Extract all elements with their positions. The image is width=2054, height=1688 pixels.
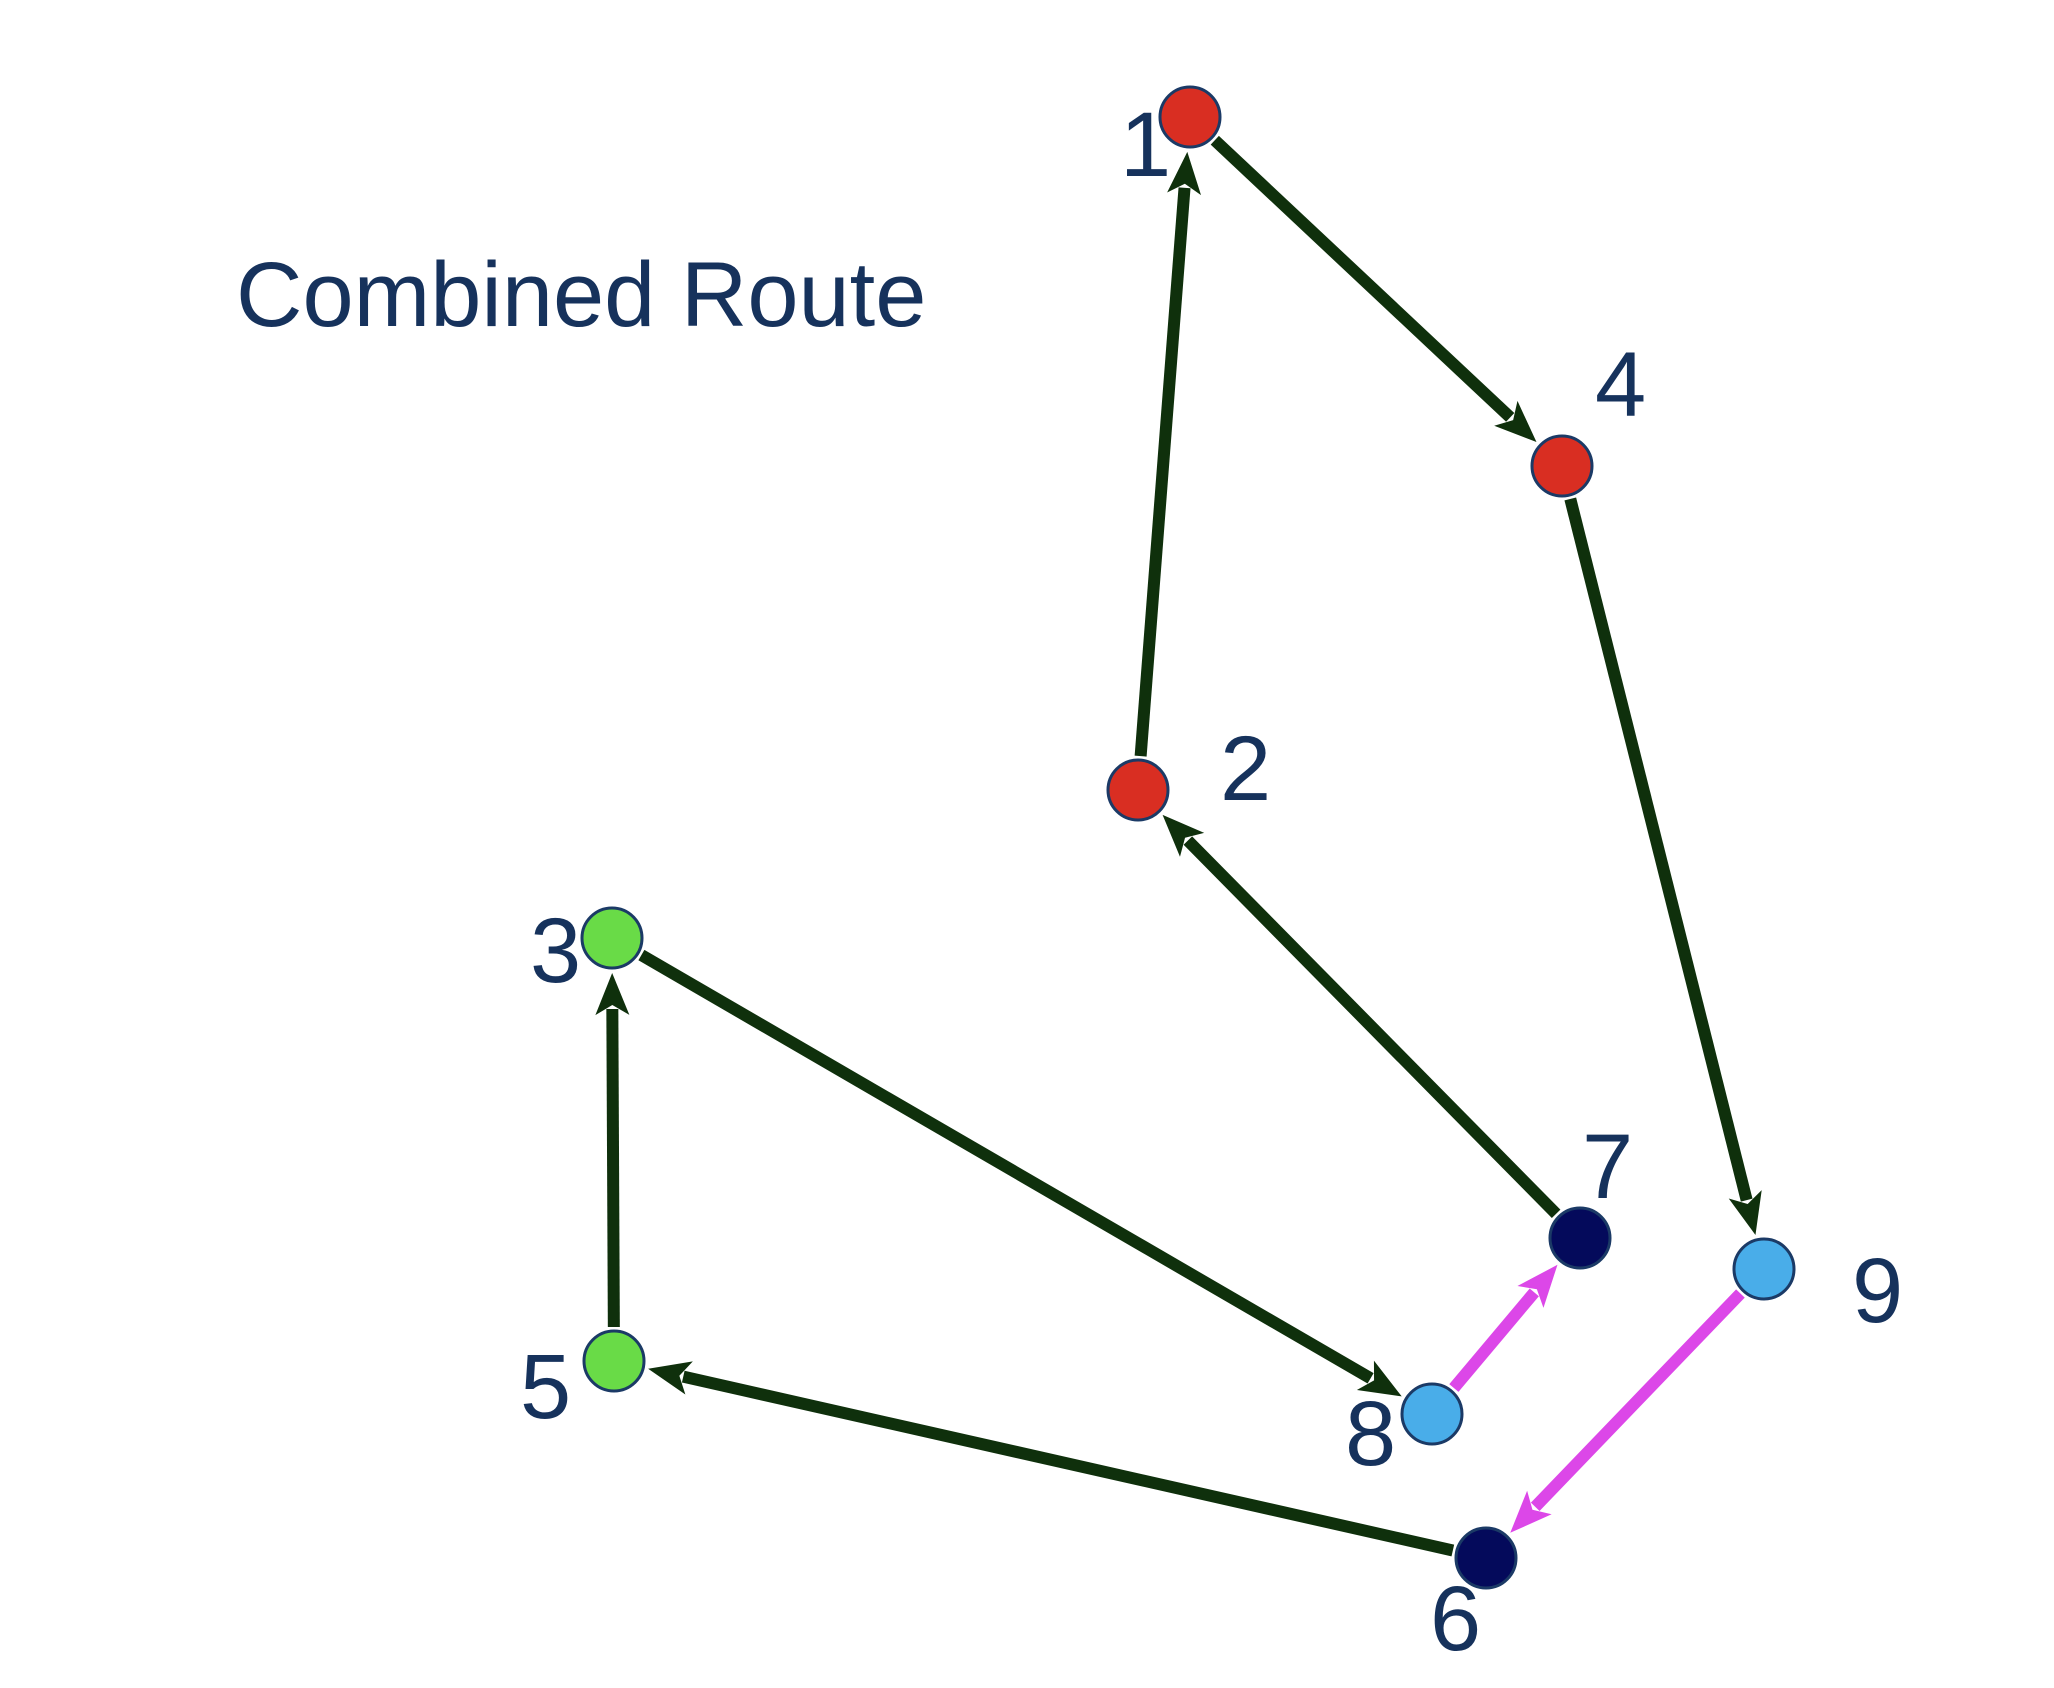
arrowhead	[648, 1361, 693, 1395]
node-8	[1400, 1382, 1464, 1446]
node-5	[582, 1329, 646, 1393]
node-4	[1530, 434, 1594, 498]
node-label-4: 4	[1595, 334, 1646, 436]
edge-5-to-3	[595, 972, 630, 1328]
edge-1-to-4	[1210, 135, 1537, 443]
edge-4-to-9	[1564, 497, 1762, 1236]
node-label-2: 2	[1220, 718, 1271, 820]
edge-line	[1210, 135, 1515, 422]
arrowhead	[1728, 1190, 1762, 1236]
node-1	[1158, 85, 1222, 149]
edge-8-to-7	[1449, 1264, 1558, 1392]
edge-7-to-2	[1162, 814, 1561, 1219]
node-label-7: 7	[1582, 1116, 1633, 1218]
node-6	[1454, 1526, 1518, 1590]
node-3	[580, 906, 644, 970]
diagram-title: Combined Route	[236, 244, 926, 346]
arrowhead	[1162, 814, 1205, 857]
edge-6-to-5	[648, 1361, 1455, 1557]
node-7	[1548, 1206, 1612, 1270]
node-label-6: 6	[1430, 1568, 1481, 1670]
node-label-9: 9	[1852, 1240, 1903, 1342]
edge-line	[606, 1008, 620, 1328]
edge-line	[1530, 1289, 1745, 1511]
arrowhead	[1517, 1264, 1558, 1308]
arrowhead	[1510, 1490, 1552, 1533]
node-label-8: 8	[1345, 1383, 1396, 1485]
nodes-layer	[580, 85, 1796, 1590]
edge-2-to-1	[1134, 151, 1202, 757]
edge-line	[1449, 1288, 1539, 1392]
edge-line	[1134, 187, 1191, 757]
edges-layer	[595, 135, 1762, 1557]
node-9	[1732, 1237, 1796, 1301]
edge-3-to-8	[638, 949, 1402, 1397]
arrowhead	[1167, 151, 1202, 196]
edge-line	[638, 949, 1374, 1384]
node-label-5: 5	[520, 1336, 571, 1438]
edge-line	[1183, 836, 1561, 1219]
arrowhead	[1356, 1360, 1402, 1397]
edge-9-to-6	[1510, 1289, 1745, 1533]
node-label-1: 1	[1120, 94, 1171, 196]
arrowhead	[595, 972, 630, 1016]
edge-line	[681, 1370, 1455, 1557]
node-2	[1106, 758, 1170, 822]
labels-layer: 1 2 3 4 5 6 7 8 9	[520, 94, 1903, 1670]
arrowhead	[1494, 400, 1537, 443]
node-label-3: 3	[530, 900, 581, 1002]
edge-line	[1564, 497, 1753, 1202]
